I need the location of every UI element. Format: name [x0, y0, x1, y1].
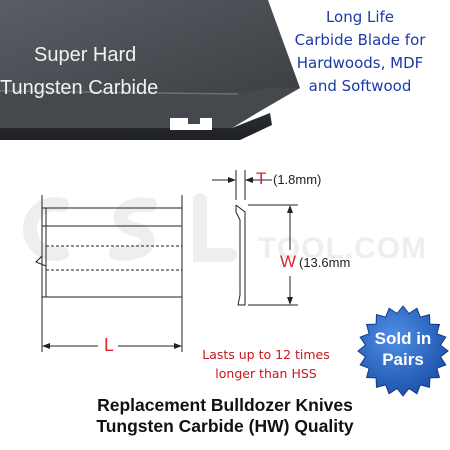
blade-front-edge — [0, 113, 272, 140]
length-label: L — [104, 335, 115, 355]
width-label: W — [280, 252, 297, 271]
product-title: Replacement Bulldozer Knives Tungsten Ca… — [0, 395, 450, 437]
promo-line: Hardwoods, MDF — [296, 54, 424, 72]
promo-line: Long Life — [325, 8, 395, 26]
arrow-icon — [42, 343, 50, 349]
width-value: (13.6mm — [299, 255, 351, 270]
claim-line: Lasts up to 12 times — [202, 347, 330, 362]
knife-side-profile — [235, 204, 246, 306]
arrow-icon — [287, 205, 293, 213]
knife-front-view — [35, 195, 183, 310]
durability-claim: Lasts up to 12 times longer than HSS — [168, 345, 364, 383]
product-title-line1: Replacement Bulldozer Knives — [97, 395, 353, 415]
blade-top-face — [0, 0, 300, 112]
promo-line: and Softwood — [308, 77, 412, 95]
blade-text-line1: Super Hard — [34, 44, 137, 66]
arrow-icon — [287, 297, 293, 305]
thickness-label: T — [256, 169, 267, 188]
blade-highlight — [0, 90, 239, 95]
claim-line: longer than HSS — [215, 366, 317, 381]
blade-bevel — [0, 88, 300, 128]
arrow-icon — [245, 177, 253, 183]
length-dimension — [41, 310, 183, 352]
blade-text-line2: Tungsten Carbide — [0, 77, 159, 99]
badge-line2: Pairs — [382, 350, 424, 369]
promo-text: Long Life Carbide Blade for Hardwoods, M… — [272, 6, 448, 98]
arrow-icon — [228, 177, 236, 183]
blade-slot — [170, 118, 212, 130]
starburst-icon — [357, 305, 449, 397]
sold-in-pairs-badge: Sold in Pairs — [357, 305, 449, 397]
product-title-line2: Tungsten Carbide (HW) Quality — [96, 416, 354, 436]
badge-line1: Sold in — [374, 329, 432, 348]
thickness-value: (1.8mm) — [273, 172, 322, 187]
promo-line: Carbide Blade for — [294, 31, 426, 49]
watermark-text: TOOL.COM — [258, 232, 428, 265]
arrow-icon — [174, 343, 182, 349]
